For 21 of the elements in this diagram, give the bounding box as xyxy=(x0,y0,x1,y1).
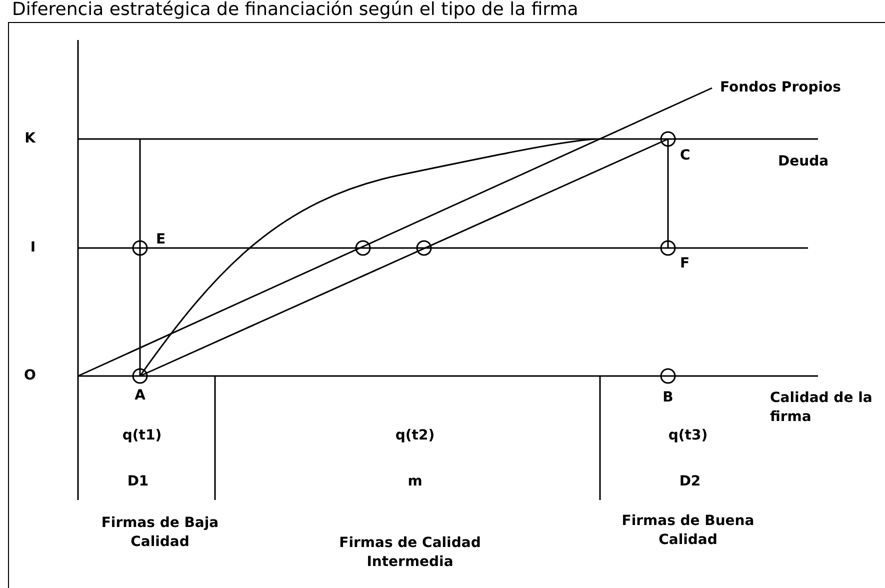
title: Diferencia estratégica de financiación según el tipo de la firma xyxy=(12,0,578,20)
axis-label: I xyxy=(30,238,36,258)
axis-label: F xyxy=(680,254,690,274)
axis-label: Firmas de Buena Calidad xyxy=(620,512,756,550)
axis-label: Calidad de la firma xyxy=(770,389,874,427)
axis-label: A xyxy=(134,386,146,406)
axis-label: Fondos Propios xyxy=(720,78,841,98)
axis-label: B xyxy=(662,388,674,408)
axis-label: Firmas de Baja Calidad xyxy=(100,514,220,552)
axis-label: Firmas de Calidad Intermedia xyxy=(338,534,482,572)
axis-label: K xyxy=(24,130,36,148)
axis-label: q(t3) xyxy=(668,426,708,446)
axis-label: m xyxy=(408,472,422,492)
axis-label: Deuda xyxy=(778,152,829,172)
axis-label: q(t1) xyxy=(122,426,162,446)
axis-label: E xyxy=(156,230,166,250)
axis-label: q(t2) xyxy=(395,426,435,446)
axis-label: O xyxy=(24,366,36,386)
axis-label: D1 xyxy=(127,472,149,492)
axis-label: C xyxy=(680,146,690,166)
axis-label: D2 xyxy=(679,472,701,492)
